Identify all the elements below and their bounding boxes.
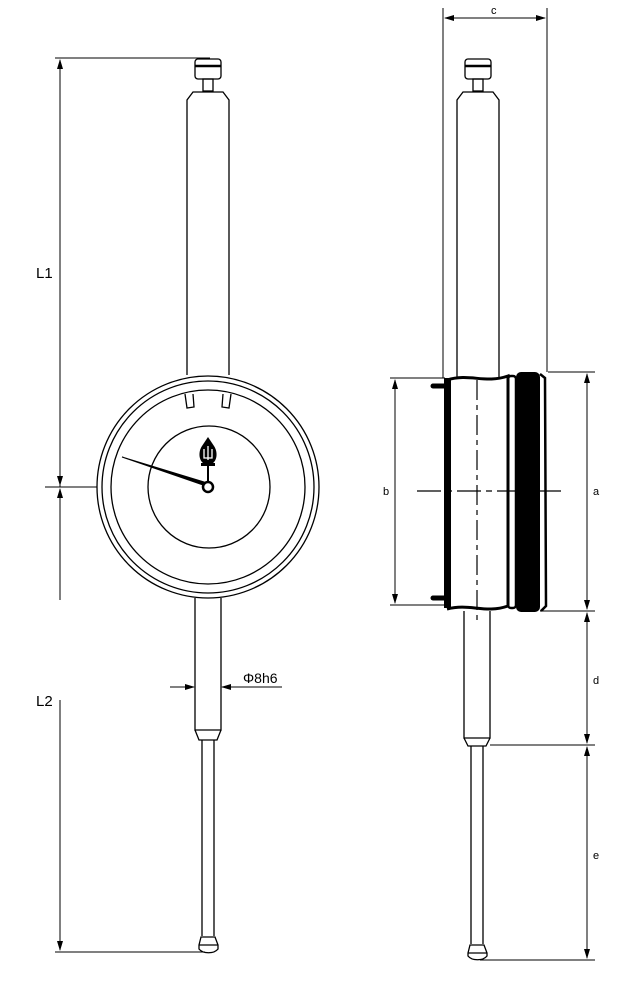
label-e: e <box>593 850 599 862</box>
lower-stem <box>194 598 222 731</box>
front-view <box>96 58 320 954</box>
top-cap <box>194 58 222 92</box>
side-upper-stem <box>456 91 500 378</box>
inner-dial <box>147 425 271 549</box>
side-lower-stem <box>463 611 491 739</box>
side-top-cap <box>464 58 492 92</box>
bezel-inner <box>110 389 306 585</box>
lug-slot-left <box>184 393 195 409</box>
side-body <box>430 372 548 612</box>
bezel-middle <box>101 380 315 594</box>
brand-logo-icon <box>199 437 217 466</box>
label-L1: L1 <box>36 265 53 282</box>
side-view <box>417 58 565 961</box>
lug-slot-right <box>221 393 232 409</box>
upper-stem <box>186 91 230 375</box>
side-dimensions <box>390 8 595 961</box>
front-dimensions <box>45 57 282 953</box>
label-a: a <box>593 486 600 498</box>
plunger-rod <box>201 740 215 936</box>
label-c: c <box>491 5 497 17</box>
label-b: b <box>383 486 389 498</box>
label-d: d <box>593 675 599 687</box>
side-plunger-rod <box>470 746 484 944</box>
pointer-pivot <box>201 480 215 494</box>
label-shaft-diameter: Φ8h6 <box>243 670 278 686</box>
label-L2: L2 <box>36 693 53 710</box>
